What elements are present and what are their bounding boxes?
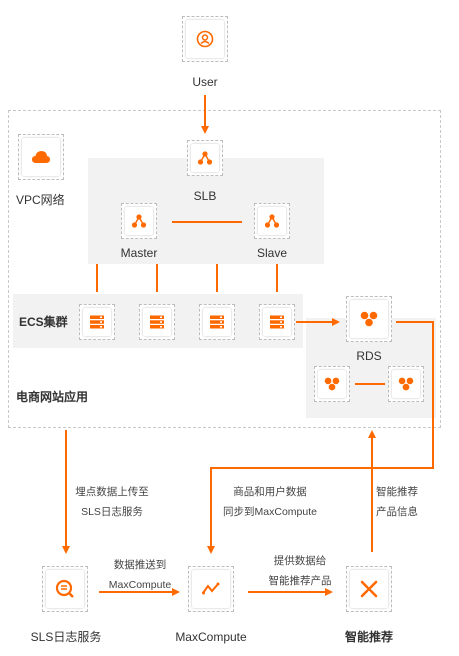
- master-node: [121, 203, 157, 239]
- ecs-server-4: [259, 304, 295, 340]
- slb-icon: [197, 151, 213, 165]
- server-icon: [90, 315, 104, 329]
- cluster-icon: [131, 214, 147, 228]
- user-icon: [196, 30, 214, 48]
- ecs-server-1: [79, 304, 115, 340]
- edge-label-maxcompute-to-recommend: 提供数据给智能推荐产品: [268, 555, 332, 587]
- server-icon: [210, 315, 224, 329]
- slave-label: Slave: [256, 246, 288, 260]
- edge-label-recommend-to-app: 智能推荐产品信息: [376, 486, 418, 518]
- database-icon: [324, 377, 340, 391]
- recommend-node: [346, 566, 392, 612]
- sls-label: SLS日志服务: [30, 630, 102, 644]
- maxcompute-label: MaxCompute: [175, 630, 247, 644]
- database-icon: [360, 311, 378, 327]
- user-label: User: [192, 75, 218, 89]
- cloud-icon: [32, 151, 50, 163]
- edge-label-rds-to-maxcompute: 商品和用户数据同步到MaxCompute: [223, 486, 317, 518]
- rds-replica-2: [388, 366, 424, 402]
- cluster-icon: [264, 214, 280, 228]
- ecs-cluster-label: ECS集群: [19, 315, 68, 329]
- ecs-server-2: [139, 304, 175, 340]
- master-label: Master: [120, 246, 158, 260]
- slave-node: [254, 203, 290, 239]
- server-icon: [270, 315, 284, 329]
- log-search-icon: [55, 579, 74, 598]
- vpc-label: VPC网络: [16, 193, 65, 207]
- sls-node: [42, 566, 88, 612]
- maxcompute-icon: [202, 582, 220, 595]
- slb-node: [187, 140, 223, 176]
- rds-primary-node: [346, 296, 392, 342]
- maxcompute-node: [188, 566, 234, 612]
- rds-replica-1: [314, 366, 350, 402]
- vpc-node: [18, 134, 64, 180]
- ecommerce-app-label: 电商网站应用: [16, 390, 89, 404]
- recommend-label: 智能推荐: [344, 630, 394, 644]
- server-icon: [150, 315, 164, 329]
- database-icon: [398, 377, 414, 391]
- user-node: [182, 16, 228, 62]
- ecs-server-3: [199, 304, 235, 340]
- recommend-icon: [360, 580, 378, 598]
- vpc-region-box: [8, 110, 441, 428]
- rds-label: RDS: [356, 349, 382, 363]
- slb-label: SLB: [193, 189, 217, 203]
